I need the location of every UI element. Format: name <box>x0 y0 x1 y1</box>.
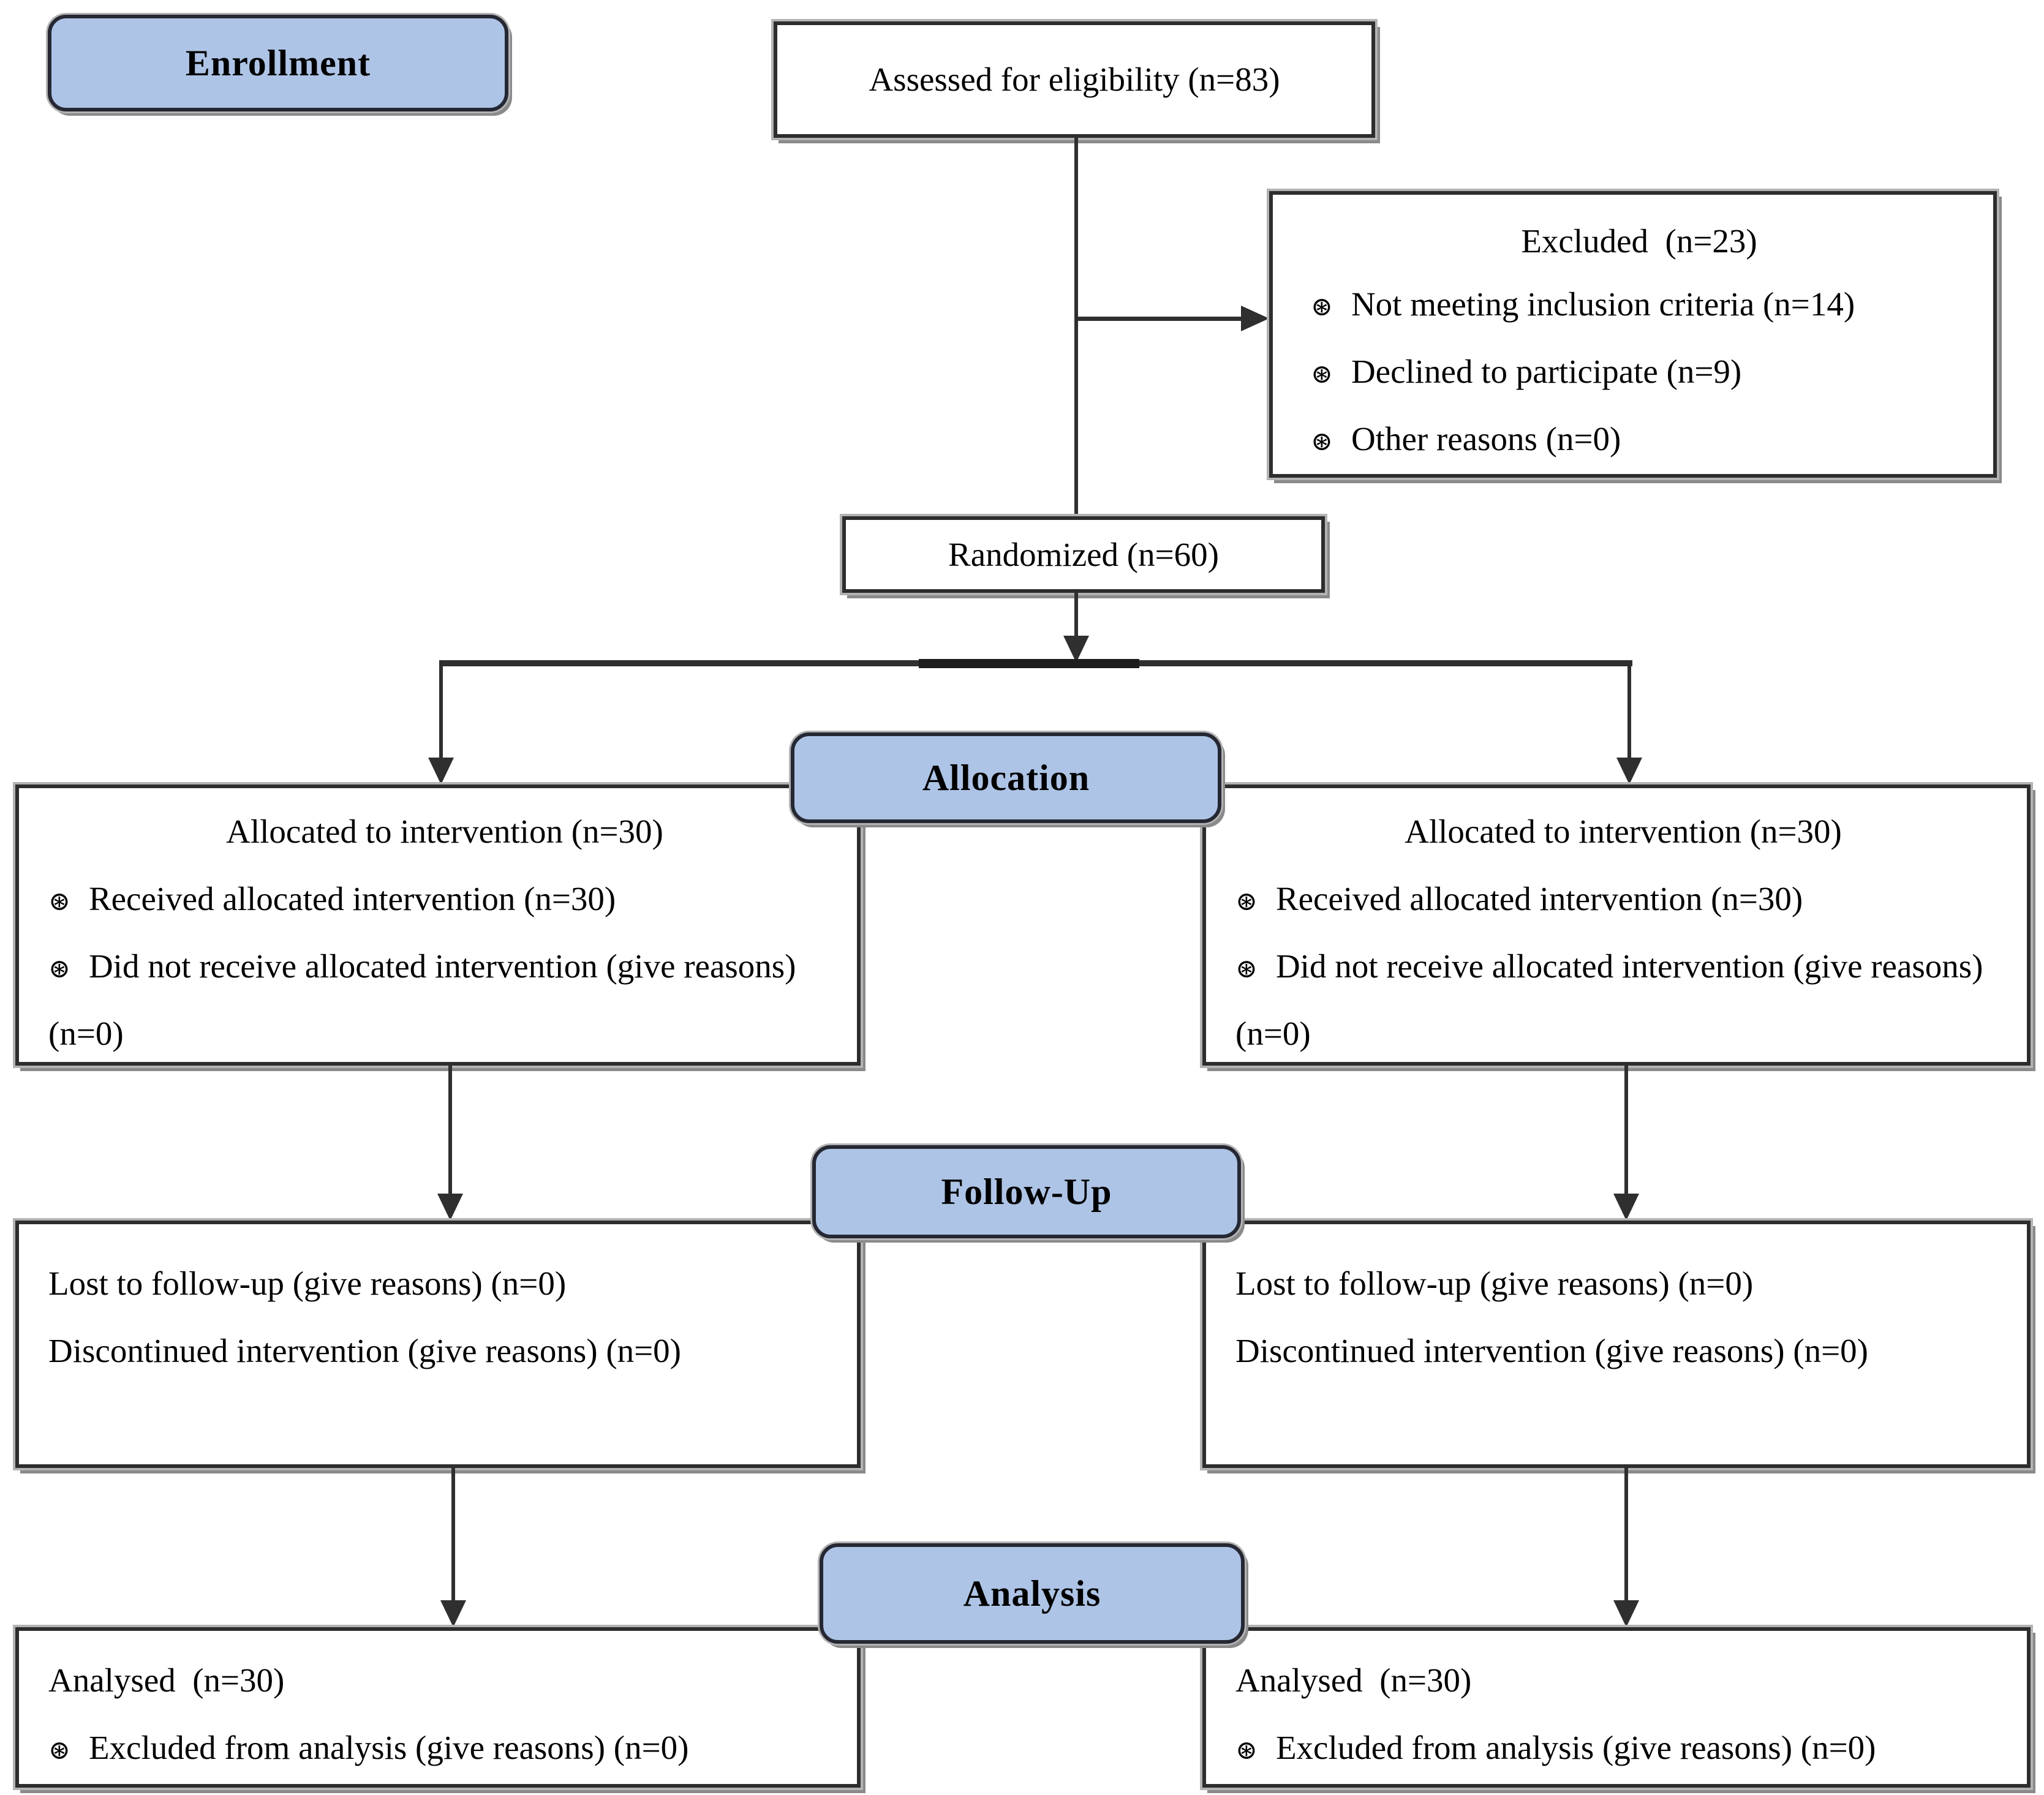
analysis-right-item-text: Excluded from analysis (give reasons) (n… <box>1275 1729 1876 1766</box>
followup-box-left: Lost to follow-up (give reasons) (n=0) D… <box>15 1221 861 1468</box>
followup-right-line: Lost to follow-up (give reasons) (n=0) <box>1235 1265 1754 1302</box>
followup-box-right: Lost to follow-up (give reasons) (n=0) D… <box>1202 1221 2031 1468</box>
allocation-right-item-text: Received allocated intervention (n=30) <box>1275 880 1803 917</box>
bullet-icon: ⊛ <box>1311 293 1333 322</box>
connector-split-right <box>1627 665 1631 762</box>
analysis-badge-label: Analysis <box>963 1573 1101 1614</box>
arrowhead-split-icon <box>1063 636 1089 663</box>
allocation-badge: Allocation <box>791 732 1221 823</box>
followup-badge-label: Follow-Up <box>941 1171 1112 1212</box>
analysis-box-left: Analysed (n=30) ⊛ Excluded from analysis … <box>15 1627 861 1788</box>
randomized-text: Randomized (n=60) <box>948 535 1219 573</box>
excluded-item: ⊛ Not meeting inclusion criteria (n=14) <box>1297 271 1981 338</box>
connector-randomized-split <box>1074 593 1078 639</box>
assessed-eligibility-box: Assessed for eligibility (n=83) <box>774 21 1375 138</box>
analysis-right-item: ⊛ Excluded from analysis (give reasons) (… <box>1235 1714 2015 1782</box>
arrowhead-analysis-right-icon <box>1613 1600 1639 1627</box>
connector-excluded-branch <box>1076 317 1243 321</box>
bullet-icon: ⊛ <box>48 887 70 916</box>
followup-left-line: Lost to follow-up (give reasons) (n=0) <box>48 1265 567 1302</box>
allocation-right-item-text: Did not receive allocated intervention (… <box>1235 947 1983 1052</box>
arrowhead-allocation-left-icon <box>428 758 454 785</box>
bullet-icon: ⊛ <box>48 1736 70 1765</box>
analysis-left-item: ⊛ Excluded from analysis (give reasons) (… <box>48 1714 845 1782</box>
analysis-left-title: Analysed (n=30) <box>48 1661 285 1699</box>
followup-left-line: Discontinued intervention (give reasons)… <box>48 1332 681 1369</box>
arrowhead-excluded-icon <box>1241 306 1269 331</box>
excluded-item: ⊛ Other reasons (n=0) <box>1297 405 1981 473</box>
arrowhead-followup-right-icon <box>1613 1194 1639 1221</box>
connector-allocation-followup-right <box>1624 1066 1628 1198</box>
excluded-title: Excluded (n=23) <box>1521 222 1757 260</box>
excluded-box: Excluded (n=23) ⊛ Not meeting inclusion c… <box>1269 191 1997 478</box>
excluded-item-text: Declined to participate (n=9) <box>1351 353 1742 391</box>
bullet-icon: ⊛ <box>1311 427 1333 457</box>
allocation-right-item: ⊛ Received allocated intervention (n=30) <box>1235 865 2011 933</box>
allocation-left-item: ⊛ Received allocated intervention (n=30) <box>48 865 841 933</box>
bullet-icon: ⊛ <box>1311 360 1333 389</box>
assessed-eligibility-text: Assessed for eligibility (n=83) <box>869 61 1280 98</box>
allocation-right-item: ⊛Did not receive allocated intervention … <box>1235 933 2011 1067</box>
connector-assessed-randomized <box>1074 138 1078 517</box>
analysis-right-title: Analysed (n=30) <box>1235 1661 1472 1699</box>
allocation-left-item: ⊛Did not receive allocated intervention … <box>48 933 841 1067</box>
allocation-left-item-text: Received allocated intervention (n=30) <box>88 880 616 917</box>
allocation-left-item-text: Did not receive allocated intervention (… <box>48 947 796 1052</box>
excluded-item-text: Other reasons (n=0) <box>1351 420 1621 458</box>
connector-followup-analysis-right <box>1624 1468 1628 1603</box>
excluded-item-text: Not meeting inclusion criteria (n=14) <box>1351 285 1855 323</box>
allocation-box-left: Allocated to intervention (n=30) ⊛ Receiv… <box>15 785 861 1066</box>
bullet-icon: ⊛ <box>1235 887 1258 916</box>
analysis-left-item-text: Excluded from analysis (give reasons) (n… <box>88 1729 689 1766</box>
bullet-icon: ⊛ <box>1235 955 1258 984</box>
arrowhead-followup-left-icon <box>437 1194 463 1221</box>
split-line-emphasis <box>919 659 1139 668</box>
connector-split-left <box>439 665 443 762</box>
arrowhead-analysis-left-icon <box>440 1600 466 1627</box>
connector-followup-analysis-left <box>451 1468 455 1603</box>
enrollment-badge: Enrollment <box>48 15 508 111</box>
bullet-icon: ⊛ <box>1235 1736 1258 1765</box>
connector-allocation-followup-left <box>448 1066 452 1198</box>
arrowhead-allocation-right-icon <box>1616 758 1642 785</box>
excluded-item: ⊛ Declined to participate (n=9) <box>1297 338 1981 405</box>
enrollment-badge-label: Enrollment <box>185 42 371 83</box>
allocation-left-title: Allocated to intervention (n=30) <box>226 813 663 850</box>
allocation-box-right: Allocated to intervention (n=30) ⊛ Receiv… <box>1202 785 2031 1066</box>
bullet-icon: ⊛ <box>48 955 70 984</box>
allocation-badge-label: Allocation <box>922 757 1090 798</box>
randomized-box: Randomized (n=60) <box>842 516 1325 593</box>
followup-right-line: Discontinued intervention (give reasons)… <box>1235 1332 1868 1369</box>
allocation-right-title: Allocated to intervention (n=30) <box>1405 813 1842 850</box>
analysis-badge: Analysis <box>820 1543 1245 1644</box>
followup-badge: Follow-Up <box>812 1145 1241 1238</box>
analysis-box-right: Analysed (n=30) ⊛ Excluded from analysis … <box>1202 1627 2031 1788</box>
